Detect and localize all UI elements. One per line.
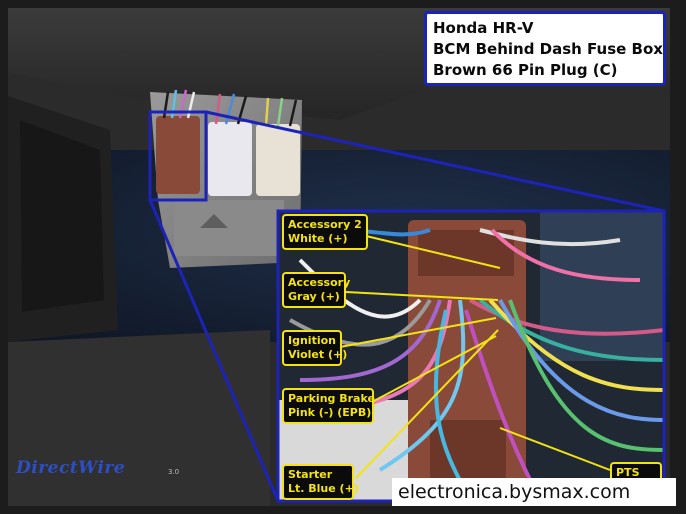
callout-starter: Starter Lt. Blue (+)	[282, 464, 359, 500]
title-box: Honda HR-V BCM Behind Dash Fuse Box Brow…	[424, 11, 666, 86]
callout-line: Pink (-) (EPB)	[288, 406, 372, 419]
callout-line: PTS	[616, 466, 640, 479]
callout-line: Violet (+)	[288, 348, 348, 361]
title-line-2: BCM Behind Dash Fuse Box	[433, 40, 663, 58]
callout-line: Gray (+)	[288, 290, 340, 303]
callout-line: White (+)	[288, 232, 348, 245]
callout-line: Starter	[288, 468, 333, 481]
callout-line: Accessory 2	[288, 218, 362, 231]
directwire-logo: DirectWire	[16, 458, 126, 478]
callout-accessory: Accessory Gray (+)	[282, 272, 351, 308]
logo-version: 3.0	[168, 468, 180, 476]
callout-line: Ignition	[288, 334, 336, 347]
callout-line: Accessory	[288, 276, 351, 289]
callout-accessory-2: Accessory 2 White (+)	[282, 214, 368, 250]
callout-parking-brake: Parking Brake Pink (-) (EPB)	[282, 388, 375, 424]
watermark-url: electronica.bysmax.com	[392, 478, 676, 506]
callout-ignition: Ignition Violet (+)	[282, 330, 348, 366]
title-line-3: Brown 66 Pin Plug (C)	[433, 61, 618, 79]
title-line-1: Honda HR-V	[433, 19, 534, 37]
callout-line: Lt. Blue (+)	[288, 482, 359, 495]
callout-line: Parking Brake	[288, 392, 375, 405]
